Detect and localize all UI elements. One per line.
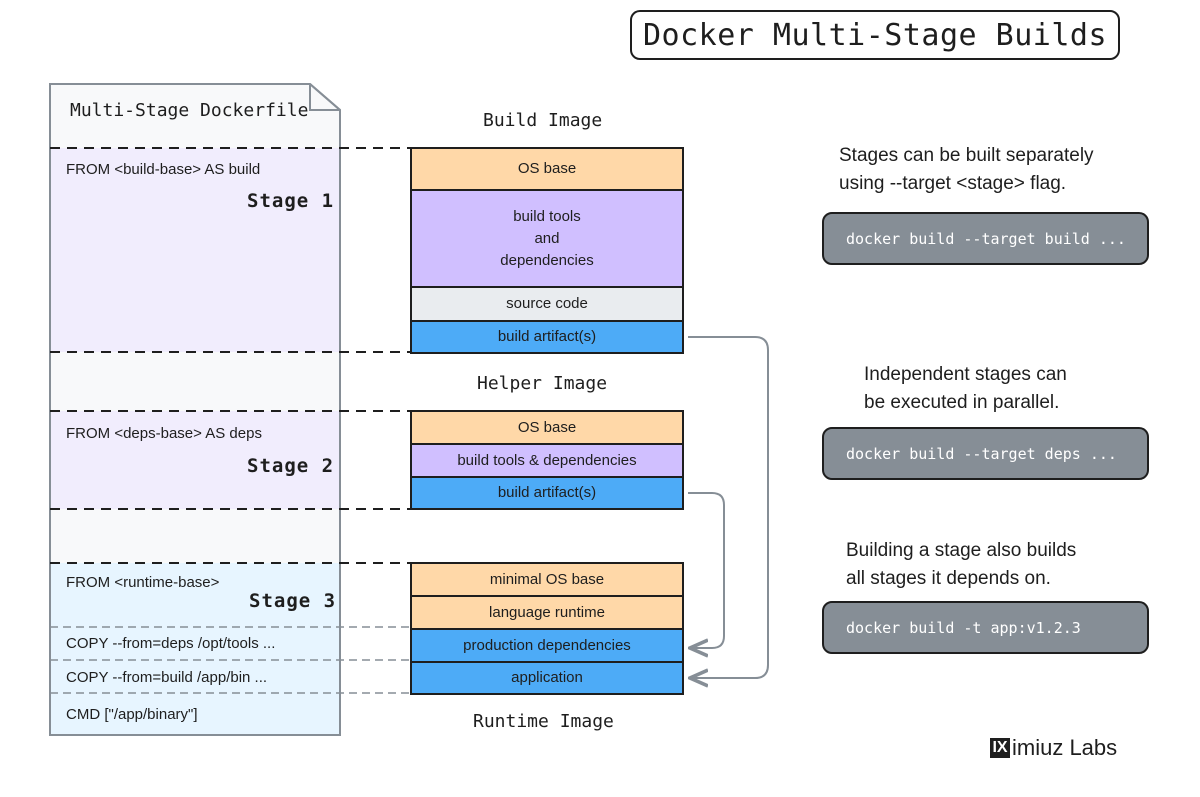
command-tag-app: docker build -t app:v1.2.3 [822, 601, 1149, 654]
helper-artifact-layer: build artifact(s) [410, 476, 684, 510]
helper-tools-layer: build tools & dependencies [410, 443, 684, 478]
stage-3-background [51, 563, 339, 734]
from-deps-line: FROM <deps-base> AS deps [66, 425, 262, 442]
dockerfile-corner-fold [309, 84, 340, 111]
build-artifact-layer: build artifact(s) [410, 320, 684, 354]
stage-2-label: Stage 2 [247, 455, 335, 477]
stage-1-label: Stage 1 [247, 190, 335, 212]
build-source-code-layer: source code [410, 286, 684, 322]
build-artifact-arrow [688, 336, 769, 678]
stage-2-background [51, 411, 339, 509]
from-build-line: FROM <build-base> AS build [66, 161, 261, 178]
helper-os-base-layer: OS base [410, 410, 684, 445]
dockerfile-title: Multi-Stage Dockerfile [70, 100, 309, 121]
stage-1-background [51, 148, 339, 352]
runtime-dependencies-layer: production dependencies [410, 628, 684, 663]
build-os-base-layer: OS base [410, 147, 684, 191]
from-runtime-line: FROM <runtime-base> [66, 574, 220, 591]
build-image-title: Build Image [483, 110, 603, 131]
helper-artifact-arrow [688, 492, 725, 648]
command-target-deps: docker build --target deps ... [822, 427, 1149, 480]
build-tools-layer: build tools and dependencies [410, 189, 684, 288]
note-dependent-stages: Building a stage also builds all stages … [846, 540, 1077, 589]
diagram-title: Docker Multi-Stage Builds [630, 10, 1120, 60]
brand-mark: IX [990, 738, 1010, 758]
note-parallel-stages: Independent stages can be executed in pa… [864, 364, 1067, 413]
brand-logo: IX imiuz Labs [990, 735, 1117, 761]
stage-3-label: Stage 3 [249, 590, 337, 612]
command-target-build: docker build --target build ... [822, 212, 1149, 265]
runtime-image-title: Runtime Image [473, 711, 614, 732]
note-build-separately: Stages can be built separately using --t… [839, 145, 1094, 194]
brand-name: imiuz Labs [1012, 735, 1118, 760]
runtime-language-layer: language runtime [410, 595, 684, 630]
cmd-line: CMD ["/app/binary"] [66, 706, 198, 723]
helper-image-title: Helper Image [477, 373, 608, 394]
runtime-application-layer: application [410, 661, 684, 695]
runtime-os-base-layer: minimal OS base [410, 562, 684, 597]
copy-build-line: COPY --from=build /app/bin ... [66, 669, 268, 686]
copy-deps-line: COPY --from=deps /opt/tools ... [66, 635, 276, 652]
